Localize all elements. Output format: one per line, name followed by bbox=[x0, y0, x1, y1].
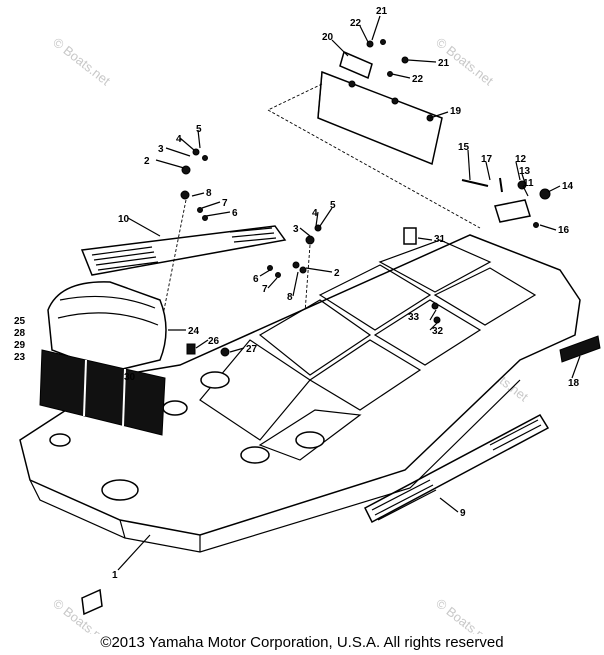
callout-7: 7 bbox=[222, 198, 228, 209]
callout-8: 8 bbox=[206, 188, 212, 199]
callout-6: 6 bbox=[232, 208, 238, 219]
callout-18: 18 bbox=[568, 378, 580, 389]
callout-25: 25 bbox=[14, 316, 26, 327]
callout-3: 3 bbox=[158, 144, 164, 155]
callout-23: 23 bbox=[14, 352, 26, 363]
callout-labels: 1 2 2 3 3 4 4 5 5 6 6 7 7 8 8 9 10 11 12… bbox=[14, 6, 580, 581]
callout-14: 14 bbox=[562, 181, 574, 192]
callout-27: 27 bbox=[246, 344, 258, 355]
callout-33: 33 bbox=[408, 312, 420, 323]
callout-9: 9 bbox=[460, 508, 466, 519]
watermark-bottom-right: © Boats.net bbox=[433, 596, 496, 634]
callout-31: 31 bbox=[434, 234, 446, 245]
callout-4b: 4 bbox=[312, 208, 318, 219]
callout-19: 19 bbox=[450, 106, 462, 117]
storage-box-part bbox=[39, 349, 166, 436]
step-plate-right bbox=[364, 414, 550, 524]
callout-10: 10 bbox=[118, 214, 130, 225]
callout-5b: 5 bbox=[330, 200, 336, 211]
step-plate-left bbox=[80, 225, 287, 276]
callout-5: 5 bbox=[196, 124, 202, 135]
decal-part bbox=[81, 588, 103, 616]
callout-20: 20 bbox=[322, 32, 334, 43]
main-frame-part bbox=[19, 227, 601, 553]
leader-lines bbox=[117, 15, 581, 571]
hardware-right-11-17 bbox=[461, 177, 551, 228]
callout-15: 15 bbox=[458, 142, 470, 153]
callout-26: 26 bbox=[208, 336, 220, 347]
callout-6b: 6 bbox=[253, 274, 259, 285]
callout-13: 13 bbox=[519, 166, 531, 177]
callout-21b: 21 bbox=[438, 58, 450, 69]
callout-2: 2 bbox=[144, 156, 150, 167]
callout-7b: 7 bbox=[262, 284, 268, 295]
callout-11: 11 bbox=[523, 178, 534, 189]
fasteners-upper bbox=[159, 148, 322, 381]
callout-30: 30 bbox=[124, 372, 136, 383]
callout-22b: 22 bbox=[412, 74, 424, 85]
callout-32: 32 bbox=[432, 326, 444, 337]
seat-part bbox=[47, 281, 167, 373]
rear-panel-part bbox=[267, 70, 481, 229]
callout-16: 16 bbox=[558, 225, 570, 236]
callout-21: 21 bbox=[376, 6, 388, 17]
callout-17: 17 bbox=[481, 154, 493, 165]
watermark-top-left: © Boats.net bbox=[50, 35, 113, 89]
copyright-notice: ©2013 Yamaha Motor Corporation, U.S.A. A… bbox=[100, 634, 504, 651]
callout-8b: 8 bbox=[287, 292, 293, 303]
callout-3b: 3 bbox=[293, 224, 299, 235]
callout-22: 22 bbox=[350, 18, 362, 29]
parts-diagram: © Boats.net © Boats.net © Boats.net © Bo… bbox=[14, 6, 601, 634]
bracket-assembly-20 bbox=[339, 39, 409, 80]
callout-1: 1 bbox=[112, 570, 118, 581]
callout-29: 29 bbox=[14, 340, 26, 351]
callout-2b: 2 bbox=[334, 268, 340, 279]
callout-28: 28 bbox=[14, 328, 26, 339]
callout-12: 12 bbox=[515, 154, 527, 165]
callout-24: 24 bbox=[188, 326, 200, 337]
callout-4: 4 bbox=[176, 134, 182, 145]
